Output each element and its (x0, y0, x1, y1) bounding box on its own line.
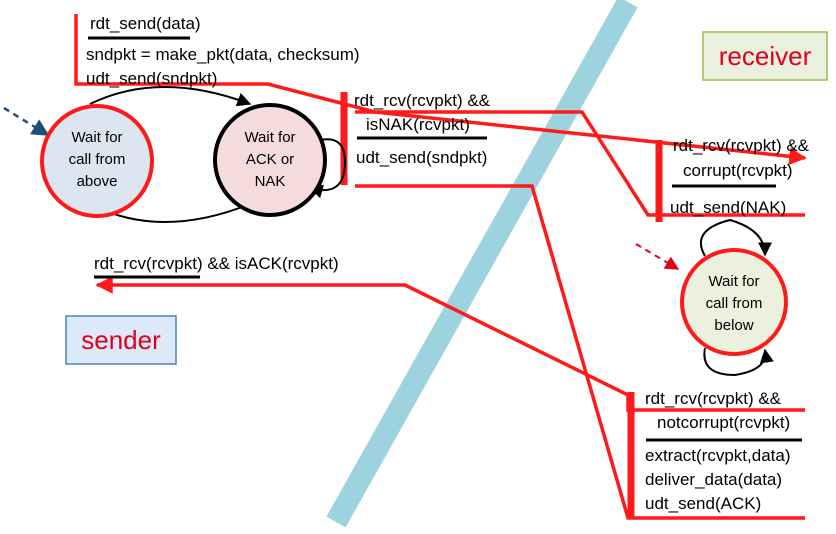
state-wait-call-above: Wait for call from above (40, 104, 154, 218)
notcorrupt-event: notcorrupt(rcvpkt) (657, 413, 790, 432)
send-event: rdt_send(data) (90, 14, 201, 33)
state-label-line: Wait for (708, 273, 759, 290)
state-label-line: call from (69, 151, 126, 168)
state-wait-call-below: Wait for call from below (680, 248, 788, 356)
packet-path-nak (355, 110, 805, 217)
corrupt-event: corrupt(rcvpkt) (683, 161, 793, 180)
state-label-line: Wait for (244, 129, 295, 146)
corrupt-action: udt_send(NAK) (670, 198, 786, 217)
send-action: sndpkt = make_pkt(data, checksum) (86, 45, 360, 64)
initial-arrow-sender (3, 106, 50, 137)
self-loop-receiver-top (699, 218, 772, 257)
self-loop-ack-nak (308, 138, 347, 199)
notcorrupt-action: extract(rcvpkt,data) (645, 446, 791, 465)
ack-event: rdt_rcv(rcvpkt) && isACK(rcvpkt) (94, 254, 339, 273)
send-action: udt_send(sndpkt) (86, 69, 217, 88)
channel-band (326, 0, 638, 528)
packet-path-resend (355, 184, 805, 520)
initial-arrow-receiver (635, 243, 680, 270)
nak-action: udt_send(sndpkt) (356, 148, 487, 167)
state-label-line: Wait for (71, 129, 122, 146)
state-label-line: below (714, 317, 753, 334)
nak-event: isNAK(rcvpkt) (366, 115, 470, 134)
sender-label: sender (65, 315, 177, 365)
receiver-label-text: receiver (719, 41, 812, 71)
sender-label-text: sender (81, 325, 161, 355)
packet-path-send (74, 14, 807, 166)
transition-above-to-ack (89, 86, 252, 107)
state-label-line: NAK (255, 173, 286, 190)
state-label-line: ACK or (246, 151, 294, 168)
notcorrupt-action: deliver_data(data) (645, 470, 782, 489)
receiver-label: receiver (702, 31, 828, 81)
self-loop-receiver-bottom (703, 347, 774, 377)
state-label-line: call from (706, 295, 763, 312)
corrupt-event: rdt_rcv(rcvpkt) && (673, 136, 810, 155)
nak-event: rdt_rcv(rcvpkt) && (354, 91, 491, 110)
notcorrupt-event: rdt_rcv(rcvpkt) && (645, 389, 782, 408)
state-wait-ack-nak: Wait for ACK or NAK (213, 103, 327, 217)
notcorrupt-action: udt_send(ACK) (645, 494, 761, 513)
state-label-line: above (77, 173, 118, 190)
